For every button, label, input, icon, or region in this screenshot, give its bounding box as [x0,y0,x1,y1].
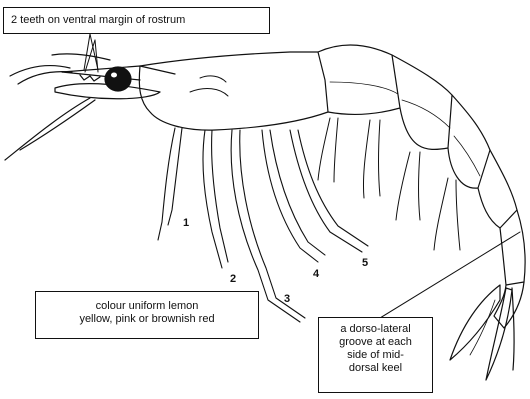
leg-number-1: 1 [183,217,189,229]
rostrum-annotation: 2 teeth on ventral margin of rostrum [3,7,270,34]
groove-label-line-4: dorsal keel [323,362,428,375]
rostrum-label: 2 teeth on ventral margin of rostrum [11,14,262,27]
colour-annotation: colour uniform lemon yellow, pink or bro… [35,291,259,339]
groove-label-line-1: a dorso-lateral [323,323,428,336]
leg-number-4: 4 [313,268,319,280]
colour-label-line-1: colour uniform lemon [42,300,252,313]
groove-label-line-3: side of mid- [323,349,428,362]
pleopods [318,118,460,250]
leg-number-5: 5 [362,257,368,269]
eye-icon [105,67,131,91]
leg-number-2: 2 [230,273,236,285]
groove-label-line-2: groove at each [323,336,428,349]
abdomen [318,45,525,328]
tail-fan [450,285,514,380]
carapace [139,52,328,130]
groove-annotation: a dorso-lateral groove at each side of m… [318,317,433,393]
leg-number-3: 3 [284,293,290,305]
colour-label-line-2: yellow, pink or brownish red [42,313,252,326]
